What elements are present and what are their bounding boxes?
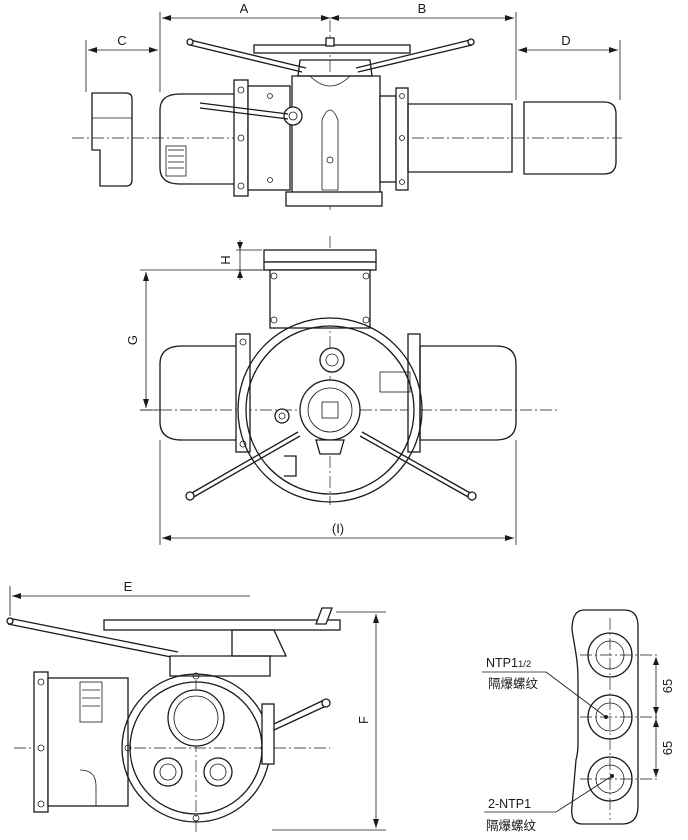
side-view <box>6 586 386 835</box>
port-top-description: 隔爆螺纹 <box>488 677 539 691</box>
port-top-callout: NTP11/2 <box>486 656 531 670</box>
spacing-upper-label: 65 <box>660 679 675 693</box>
dimension-c-label: C <box>117 33 126 48</box>
port-bottom-description: 隔爆螺纹 <box>486 819 537 833</box>
dimension-a-label: A <box>240 1 249 16</box>
dimension-b-label: B <box>418 1 427 16</box>
front-view <box>140 236 560 545</box>
dimension-f-label: F <box>356 716 371 724</box>
dimension-g-label: G <box>125 335 140 345</box>
port-top-code: NTP1 <box>486 656 518 670</box>
dimension-e-label: E <box>124 579 133 594</box>
dimension-h-label: H <box>218 255 233 264</box>
port-top-fraction: 1/2 <box>518 659 531 670</box>
port-bottom-code: 2-NTP1 <box>488 797 531 811</box>
cable-entry-detail <box>482 609 660 825</box>
spacing-lower-label: 65 <box>660 741 675 755</box>
top-view <box>72 12 622 210</box>
dimension-d-label: D <box>561 33 570 48</box>
dimension-i-label: (I) <box>332 521 344 536</box>
